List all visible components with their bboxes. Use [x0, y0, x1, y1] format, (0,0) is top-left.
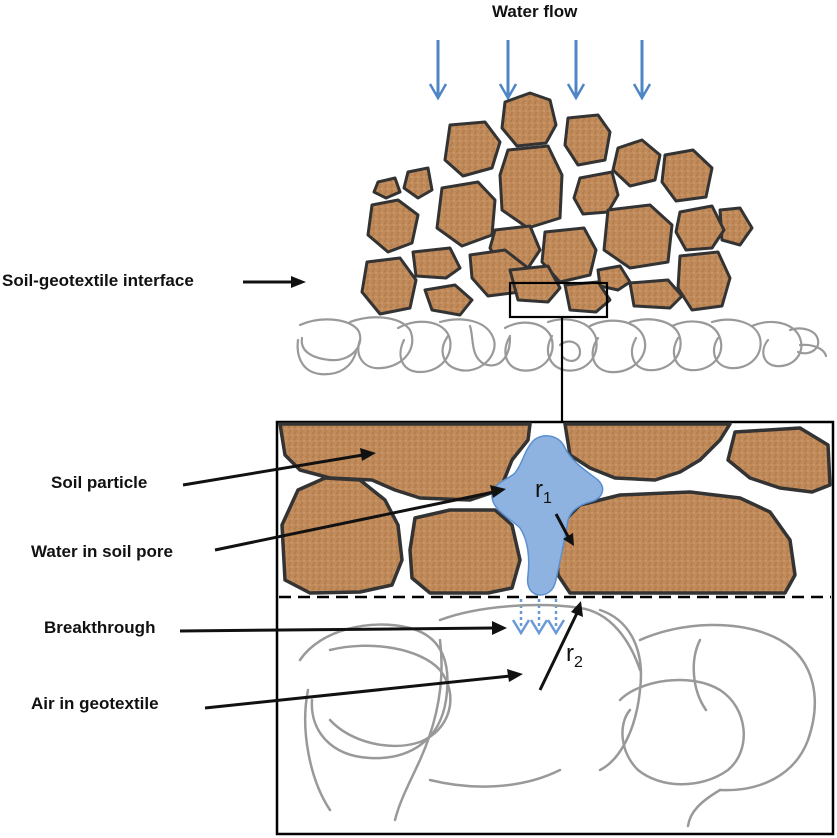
soil-pile [360, 91, 754, 317]
zoom-box [508, 281, 609, 319]
soil-particle [572, 170, 620, 216]
soil-particle [435, 180, 497, 248]
soil-particle [628, 278, 684, 310]
r1-arrow [554, 513, 574, 546]
soil-particle [500, 91, 558, 148]
r1-symbol: r1 [535, 476, 552, 507]
r2-symbol: r2 [566, 640, 583, 671]
soil-particle-label: Soil particle [51, 473, 148, 492]
soil-particle [372, 176, 402, 200]
water-flow-label: Water flow [492, 2, 578, 21]
soil-particle [366, 198, 420, 254]
soil-particle [563, 113, 612, 167]
enlarged-geotextile-fibers [298, 603, 816, 828]
water-flow-arrows [428, 40, 652, 101]
soil-particle [280, 476, 404, 595]
breakthrough-arrows [511, 599, 566, 636]
soil-particle [563, 422, 732, 482]
breakthrough-label: Breakthrough [44, 618, 156, 637]
soil-particle [554, 490, 797, 595]
right-arrow-icon [204, 674, 511, 710]
soil-particle [596, 264, 632, 292]
soil-particle [278, 422, 532, 502]
air-in-geotextile-label: Air in geotextile [31, 694, 159, 713]
soil-particle [360, 256, 418, 316]
soil-particle [423, 283, 474, 317]
soil-particle [498, 144, 564, 230]
r2-arrow [538, 601, 583, 691]
right-arrow-icon [182, 453, 364, 487]
label-arrows [179, 276, 523, 710]
soil-particle [674, 204, 726, 252]
soil-particle [718, 206, 754, 247]
soil-particle [611, 138, 662, 188]
soil-particle [726, 426, 832, 494]
soil-particle [660, 148, 714, 203]
soil-particle [676, 250, 732, 312]
right-arrow-icon [214, 490, 495, 552]
right-arrow-icon [179, 626, 495, 633]
geotextile-top [296, 316, 828, 376]
water-in-pore-label: Water in soil pore [31, 542, 174, 561]
soil-particle [402, 166, 434, 200]
soil-particle [408, 508, 522, 595]
soil-particle [411, 246, 462, 280]
soil-particle [602, 203, 674, 270]
soil-particle [443, 120, 502, 178]
soil-particle [540, 226, 598, 284]
enlarged-soil-particles [278, 422, 832, 595]
interface-label: Soil-geotextile interface [2, 271, 194, 290]
